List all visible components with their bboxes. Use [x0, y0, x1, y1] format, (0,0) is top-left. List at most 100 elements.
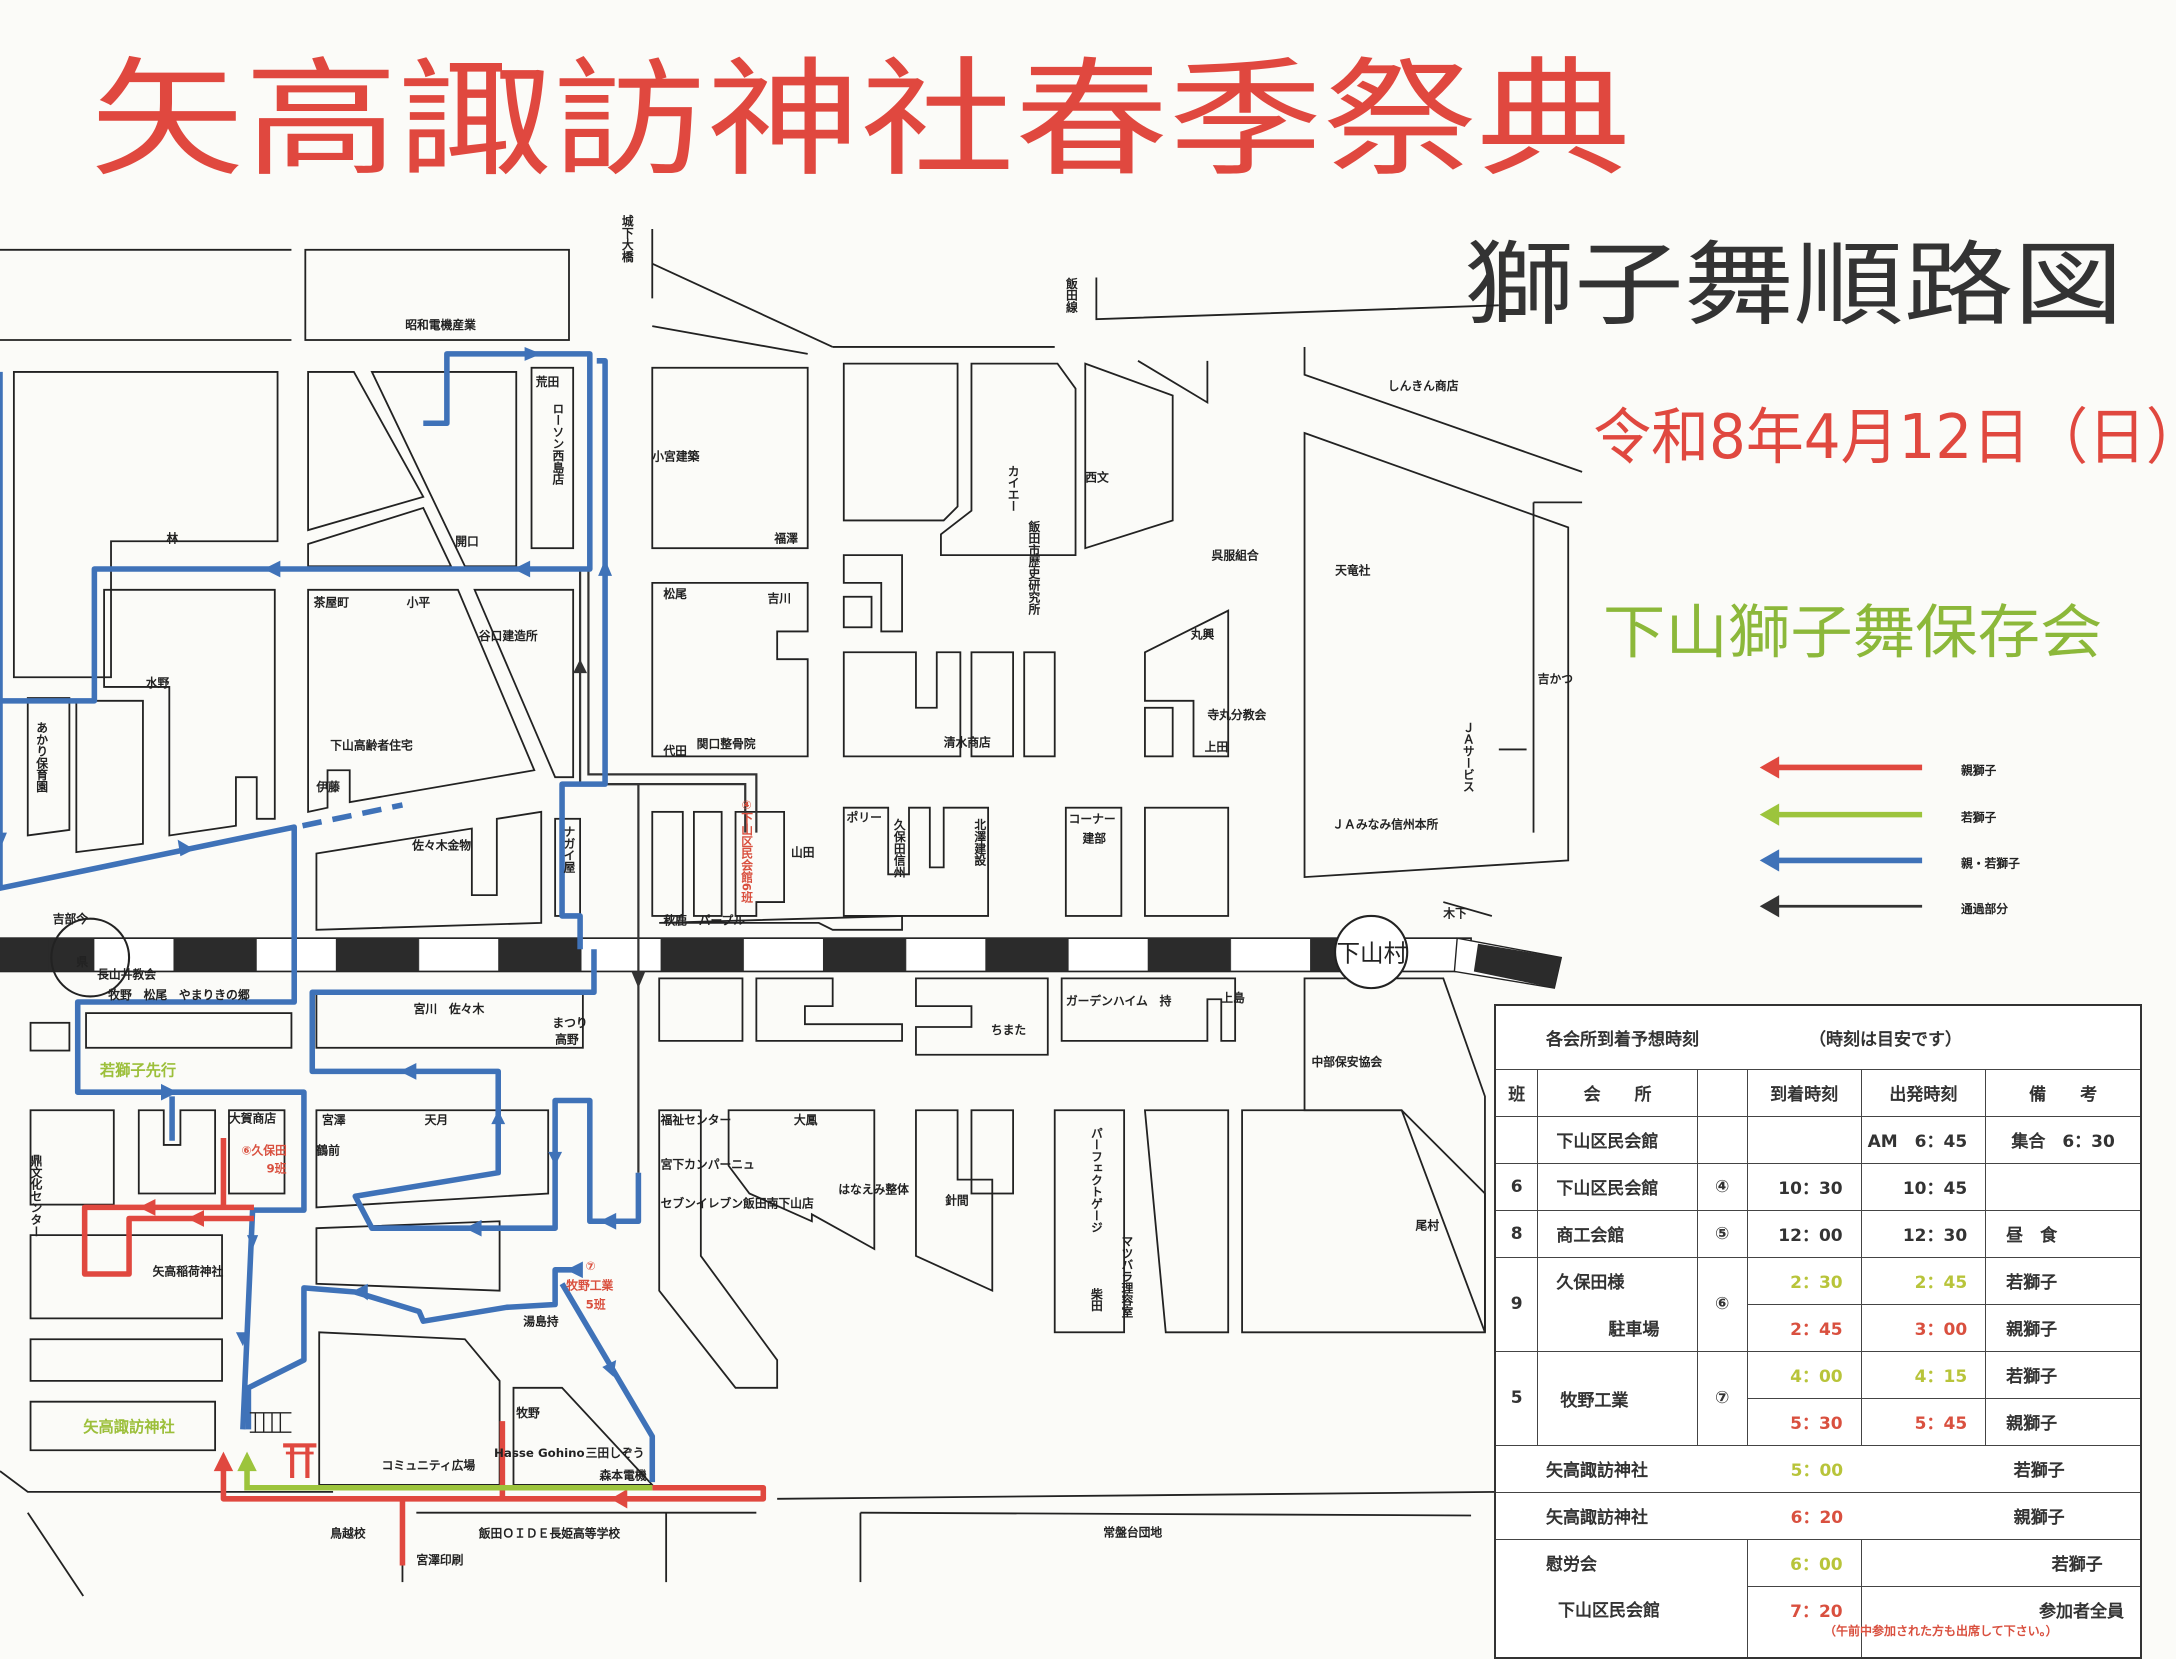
map-label: セブンイレブン飯田南下山店: [661, 1196, 814, 1210]
map-label: 建部: [1081, 831, 1106, 845]
legend-item-pass: 通過部分: [1759, 895, 2008, 918]
map-label: 開口: [455, 534, 479, 548]
arrow-left-icon: [1759, 756, 1780, 779]
map-label: 針間: [945, 1194, 969, 1208]
arrow-left-icon: [1759, 895, 1780, 918]
map-label: ポリー: [847, 811, 882, 825]
map-label: 常盤台団地: [1103, 1525, 1162, 1539]
map-label: 吉部今: [53, 912, 89, 926]
route-waka: [237, 1451, 653, 1491]
legend-label: 親獅子: [1961, 763, 1997, 777]
legend-item-both: 親・若獅子: [1759, 849, 2020, 872]
map-label: 昭和電機産業: [405, 318, 476, 332]
route-pass-through: [573, 568, 758, 1173]
map-label: 宮澤印刷: [416, 1553, 463, 1567]
map-label: 鳥越校: [330, 1527, 366, 1541]
map-label-red: 9班: [266, 1162, 286, 1176]
page-title: 矢高諏訪神社春季祭典: [90, 46, 1630, 195]
map-label: 吉川: [767, 591, 791, 605]
map-label: 宮下カンパーニュ: [661, 1158, 755, 1172]
header-arrive: 到着時刻: [1746, 1068, 1862, 1117]
map-label: 森本電機: [600, 1468, 647, 1482]
map-label: 鶴前: [316, 1144, 340, 1158]
table-row-party: 慰労会 6：00 若獅子: [1494, 1538, 2142, 1587]
schedule-header-row: 班 会 所 到着時刻 出発時刻 備 考: [1494, 1068, 2142, 1117]
map-label: 中部保安協会: [1311, 1055, 1382, 1069]
table-row: 5：30 5：45 親獅子: [1495, 1397, 2142, 1446]
map-label: 湯島持: [523, 1314, 559, 1328]
map-label: 代田: [662, 744, 687, 758]
map-subtitle: 獅子舞順路図: [1464, 231, 2123, 338]
table-row: 9 久保田様 ⑥ 2：30 2：45 若獅子: [1494, 1256, 2142, 1352]
map-label: 鼎文化センター: [29, 1155, 43, 1238]
map-label: 飯田市歴史研究所: [1027, 520, 1041, 616]
map-label: 宮澤: [322, 1113, 346, 1127]
map-label: 荒田: [535, 375, 560, 389]
map-label-red: ④下山区民会館6班: [740, 798, 754, 903]
legend: 親獅子 若獅子 親・若獅子 通過部分: [1759, 756, 2020, 918]
party-note: 参加者全員: [2039, 1601, 2124, 1622]
map-label: 水野: [146, 676, 170, 690]
map-label: ＪＡみなみ信州本所: [1332, 818, 1438, 832]
map-label: 伊藤: [315, 780, 340, 794]
map-label: 寺丸分教会: [1207, 708, 1266, 722]
map-label: 丸興: [1190, 627, 1215, 641]
organizer-name: 下山獅子舞保存会: [1603, 598, 2103, 666]
party-footnote: （午前中参加された方も出席して下さい。）: [1823, 1623, 2058, 1638]
station-circle: [1334, 914, 1409, 990]
legend-label: 若獅子: [1961, 811, 1997, 825]
map-label: 福澤: [773, 532, 798, 546]
schedule-title: 各会所到着予想時刻: [1546, 1029, 1699, 1050]
shrine-torii-icon: [283, 1443, 317, 1479]
map-label: 矢高稲荷神社: [153, 1264, 224, 1278]
map-label: 飯田線: [1064, 277, 1078, 314]
map-label: 天竜社: [1335, 564, 1371, 578]
shrine-steps: [249, 1412, 292, 1433]
map-label: しんきん商店: [1388, 379, 1459, 393]
table-row-party: 下山区民会館 7：20 参加者全員 （午前中参加された方も出席して下さい。）: [1494, 1585, 2142, 1659]
map-label: ＪＡサービス: [1461, 722, 1475, 793]
arrow-left-icon: [1759, 849, 1780, 872]
map-label: 茶屋町: [313, 595, 350, 609]
table-row-shrine: 矢高諏訪神社 5：00 若獅子: [1494, 1444, 2142, 1493]
map-label: 秋鹿 パープル: [663, 913, 745, 927]
legend-label: 親・若獅子: [1961, 856, 2020, 870]
map-label: ガーデンハイム 持: [1066, 994, 1172, 1008]
map-label: 福祉センター: [660, 1113, 732, 1127]
schedule-title-note: （時刻は目安です）: [1809, 1029, 1962, 1050]
map-label: ちまた: [991, 1023, 1026, 1037]
map-label: 柴田: [1089, 1287, 1103, 1312]
map-label-green: 矢高諏訪神社: [83, 1418, 175, 1436]
map-label: 宮川 佐々木: [414, 1002, 485, 1016]
map-label: 清水商店: [944, 736, 991, 750]
map-label: 谷口建造所: [479, 629, 538, 643]
map-label: 山田: [791, 845, 815, 859]
map-label: 小平: [406, 595, 431, 609]
map-label-red: ⑦: [586, 1259, 596, 1273]
map-label: 小宮建築: [651, 450, 699, 464]
map-label: 吉かつ: [1538, 672, 1573, 686]
header-place: 会 所: [1537, 1068, 1698, 1117]
map-label: 北澤建設: [973, 818, 987, 866]
map-label: 西文: [1085, 471, 1109, 485]
map-label-green: 若獅子先行: [99, 1062, 176, 1080]
map-label: 呉服組合: [1212, 548, 1259, 562]
map-label: 下山高齢者住宅: [330, 738, 413, 752]
map-label: 尾村: [1416, 1219, 1440, 1233]
map-label: 上島: [1221, 991, 1245, 1005]
header-han: 班: [1494, 1068, 1539, 1117]
legend-item-waka: 若獅子: [1759, 803, 1997, 826]
map-label: 長山井教会: [97, 967, 156, 981]
map-label: 飯田ＯＩＤＥ長姫高等学校: [478, 1527, 621, 1541]
map-label: ローソン西島店: [551, 402, 565, 485]
map-label: あかり保育園: [35, 722, 49, 793]
map-label: 牧野: [516, 1406, 540, 1420]
map-label: 城下大橋: [620, 214, 634, 262]
map-label: 牧野 松尾 やまりきの郷: [108, 988, 250, 1002]
table-row: 駐車場 2：45 3：00 親獅子: [1495, 1303, 2142, 1352]
table-row-shrine: 矢高諏訪神社 6：20 親獅子: [1494, 1491, 2142, 1540]
map-label-red: ⑥久保田: [241, 1144, 286, 1158]
